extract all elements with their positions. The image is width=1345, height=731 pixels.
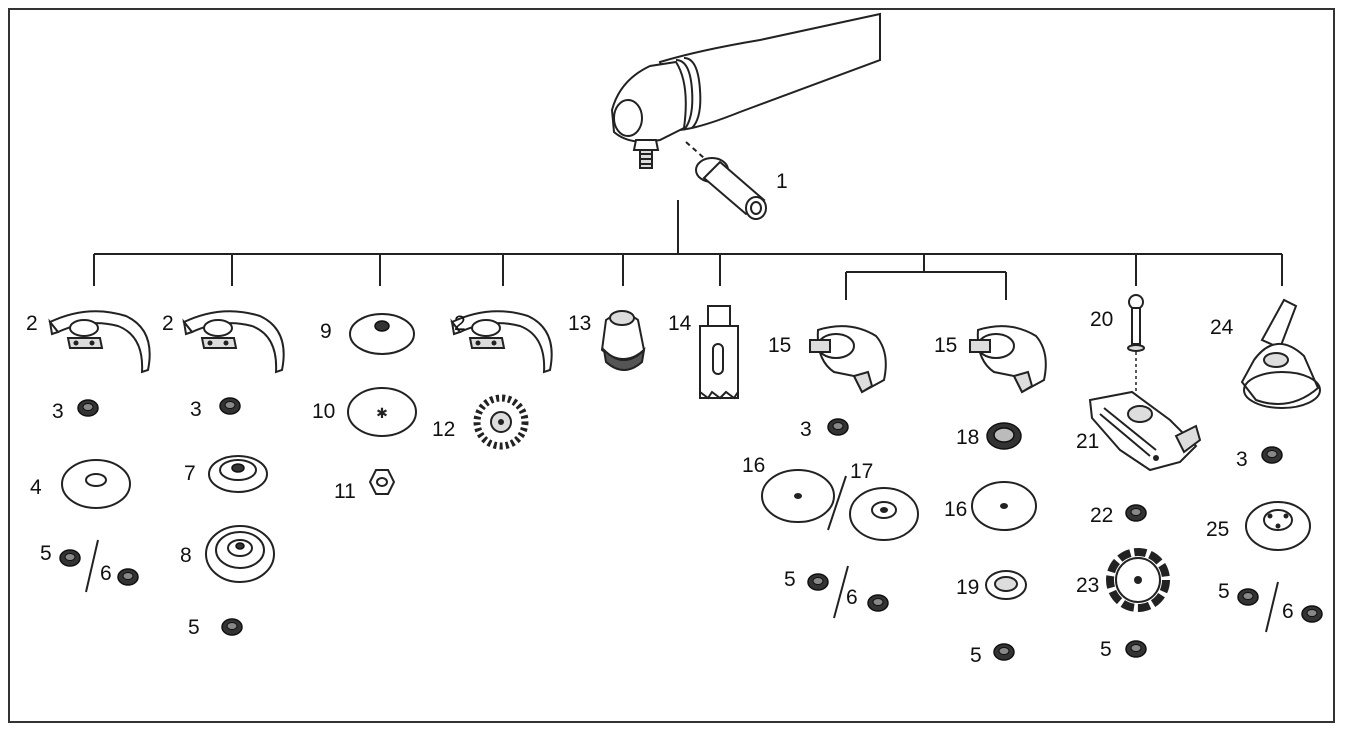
label-13: 13 [568, 312, 591, 335]
flange-icon [849, 487, 919, 541]
label-23: 23 [1076, 574, 1099, 597]
label-15: 15 [768, 334, 791, 357]
label-15: 15 [934, 334, 957, 357]
lock-nut-icon [1125, 640, 1147, 658]
label-25: 25 [1206, 518, 1229, 541]
label-16: 16 [742, 454, 765, 477]
wheel-guard-icon [183, 310, 285, 373]
cutting-guard-icon [1088, 390, 1202, 472]
lock-nut-icon [993, 643, 1015, 661]
label-3: 3 [800, 418, 812, 441]
lock-nut-icon [1261, 446, 1283, 464]
flange-icon [1245, 501, 1311, 551]
label-1: 1 [776, 170, 788, 193]
wheel-guard-icon [969, 325, 1047, 394]
core-bit-icon [699, 305, 739, 400]
lock-nut-icon [368, 469, 396, 495]
label-5: 5 [784, 568, 796, 591]
label-5: 5 [188, 616, 200, 639]
lock-nut-icon [867, 594, 889, 612]
label-2: 2 [162, 312, 174, 335]
flange-icon [986, 422, 1022, 450]
label-18: 18 [956, 426, 979, 449]
lock-nut-icon [807, 573, 829, 591]
label-2: 2 [454, 312, 466, 335]
flange-icon [61, 459, 131, 509]
cup-brush-icon [600, 310, 646, 371]
label-3: 3 [1236, 448, 1248, 471]
label-14: 14 [668, 312, 692, 335]
label-5: 5 [1218, 580, 1230, 603]
side-handle-icon [685, 141, 767, 220]
label-6: 6 [1282, 600, 1294, 623]
lock-nut-icon [59, 549, 81, 567]
pin-icon [1127, 294, 1145, 396]
label-21: 21 [1076, 430, 1099, 453]
label-19: 19 [956, 576, 979, 599]
label-6: 6 [846, 586, 858, 609]
label-12: 12 [432, 418, 455, 441]
lock-nut-icon [1237, 588, 1259, 606]
grinding-disc-icon [349, 313, 415, 355]
label-4: 4 [30, 476, 42, 499]
label-17: 17 [850, 460, 873, 483]
wheel-guard-icon [451, 310, 553, 373]
angle-grinder-icon [610, 12, 881, 169]
label-8: 8 [180, 544, 192, 567]
grinding-disc-icon [761, 469, 835, 523]
flange-icon [205, 525, 275, 583]
label-5: 5 [1100, 638, 1112, 661]
part-labels: 1 2 2 2 9 13 14 15 15 20 24 3 3 10 12 3 … [26, 170, 1294, 667]
lock-nut-icon [221, 618, 243, 636]
wheel-guard-icon [809, 325, 887, 394]
grinding-disc-icon: ✱ [347, 387, 417, 437]
label-24: 24 [1210, 316, 1234, 339]
grinding-disc-icon [971, 481, 1037, 531]
lock-nut-icon [219, 397, 241, 415]
label-3: 3 [190, 398, 202, 421]
label-2: 2 [26, 312, 38, 335]
label-10: 10 [312, 400, 335, 423]
lock-nut-icon [1125, 504, 1147, 522]
wire-wheel-icon [473, 394, 529, 450]
connection-lines [93, 200, 1283, 300]
wheel-guard-icon [49, 310, 151, 373]
label-5: 5 [40, 542, 52, 565]
flange-icon [208, 455, 268, 493]
label-3: 3 [52, 400, 64, 423]
label-9: 9 [320, 320, 332, 343]
dust-shroud-icon [1240, 298, 1321, 409]
svg-text:✱: ✱ [376, 405, 388, 421]
label-6: 6 [100, 562, 112, 585]
label-16: 16 [944, 498, 967, 521]
lock-nut-icon [77, 399, 99, 417]
lock-nut-icon [117, 568, 139, 586]
label-11: 11 [334, 480, 356, 503]
diamond-blade-icon [1106, 548, 1170, 612]
label-5: 5 [970, 644, 982, 667]
flange-icon [985, 570, 1027, 600]
label-20: 20 [1090, 308, 1113, 331]
lock-nut-icon [827, 418, 849, 436]
label-22: 22 [1090, 504, 1113, 527]
label-7: 7 [184, 462, 196, 485]
lock-nut-icon [1301, 605, 1323, 623]
